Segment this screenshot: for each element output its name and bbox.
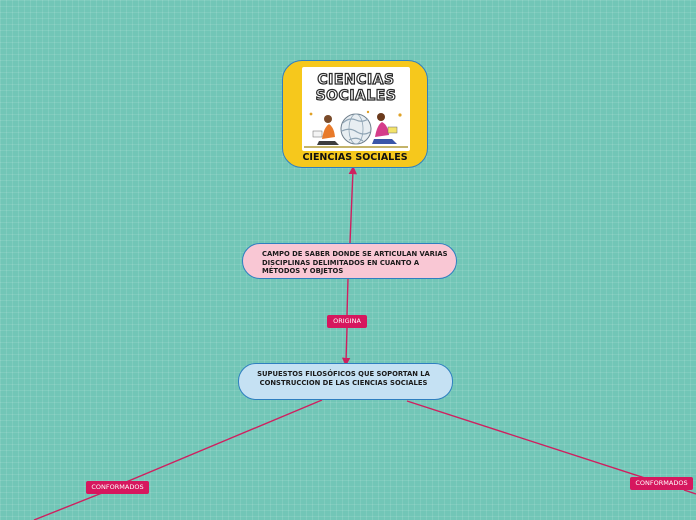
relation-label-conformados-left[interactable]: CONFORMADOS: [86, 481, 149, 494]
logo-line-1: CIENCIAS: [317, 71, 395, 88]
connector-supuestos-to-conformados-left: [125, 399, 323, 483]
reading-children-globe-illustration: [304, 110, 408, 148]
connector-supuestos-to-conformados-right: [406, 400, 646, 479]
node-supuestos-filosoficos[interactable]: SUPUESTOS FILOSÓFICOS QUE SOPORTAN LA CO…: [238, 363, 453, 400]
logo-line-2: SOCIALES: [315, 87, 397, 104]
connector-campo-to-origina: [346, 278, 349, 316]
node-campo-de-saber[interactable]: CAMPO DE SABER DONDE SE ARTICULAN VARIAS…: [242, 243, 457, 279]
connector-campo-to-root: [348, 165, 358, 244]
ciencias-sociales-logo: CIENCIAS SOCIALES: [302, 67, 410, 151]
connector-conformados-left-down: [33, 492, 103, 520]
connector-origina-to-supuestos: [341, 327, 351, 367]
root-node-ciencias-sociales[interactable]: CIENCIAS SOCIALES CIENCIAS SOCIALES: [282, 60, 428, 168]
root-node-title: CIENCIAS SOCIALES: [302, 152, 408, 163]
relation-label-origina[interactable]: ORIGINA: [327, 315, 367, 328]
connector-conformados-right-down: [683, 489, 696, 495]
relation-label-conformados-right[interactable]: CONFORMADOS: [630, 477, 693, 490]
